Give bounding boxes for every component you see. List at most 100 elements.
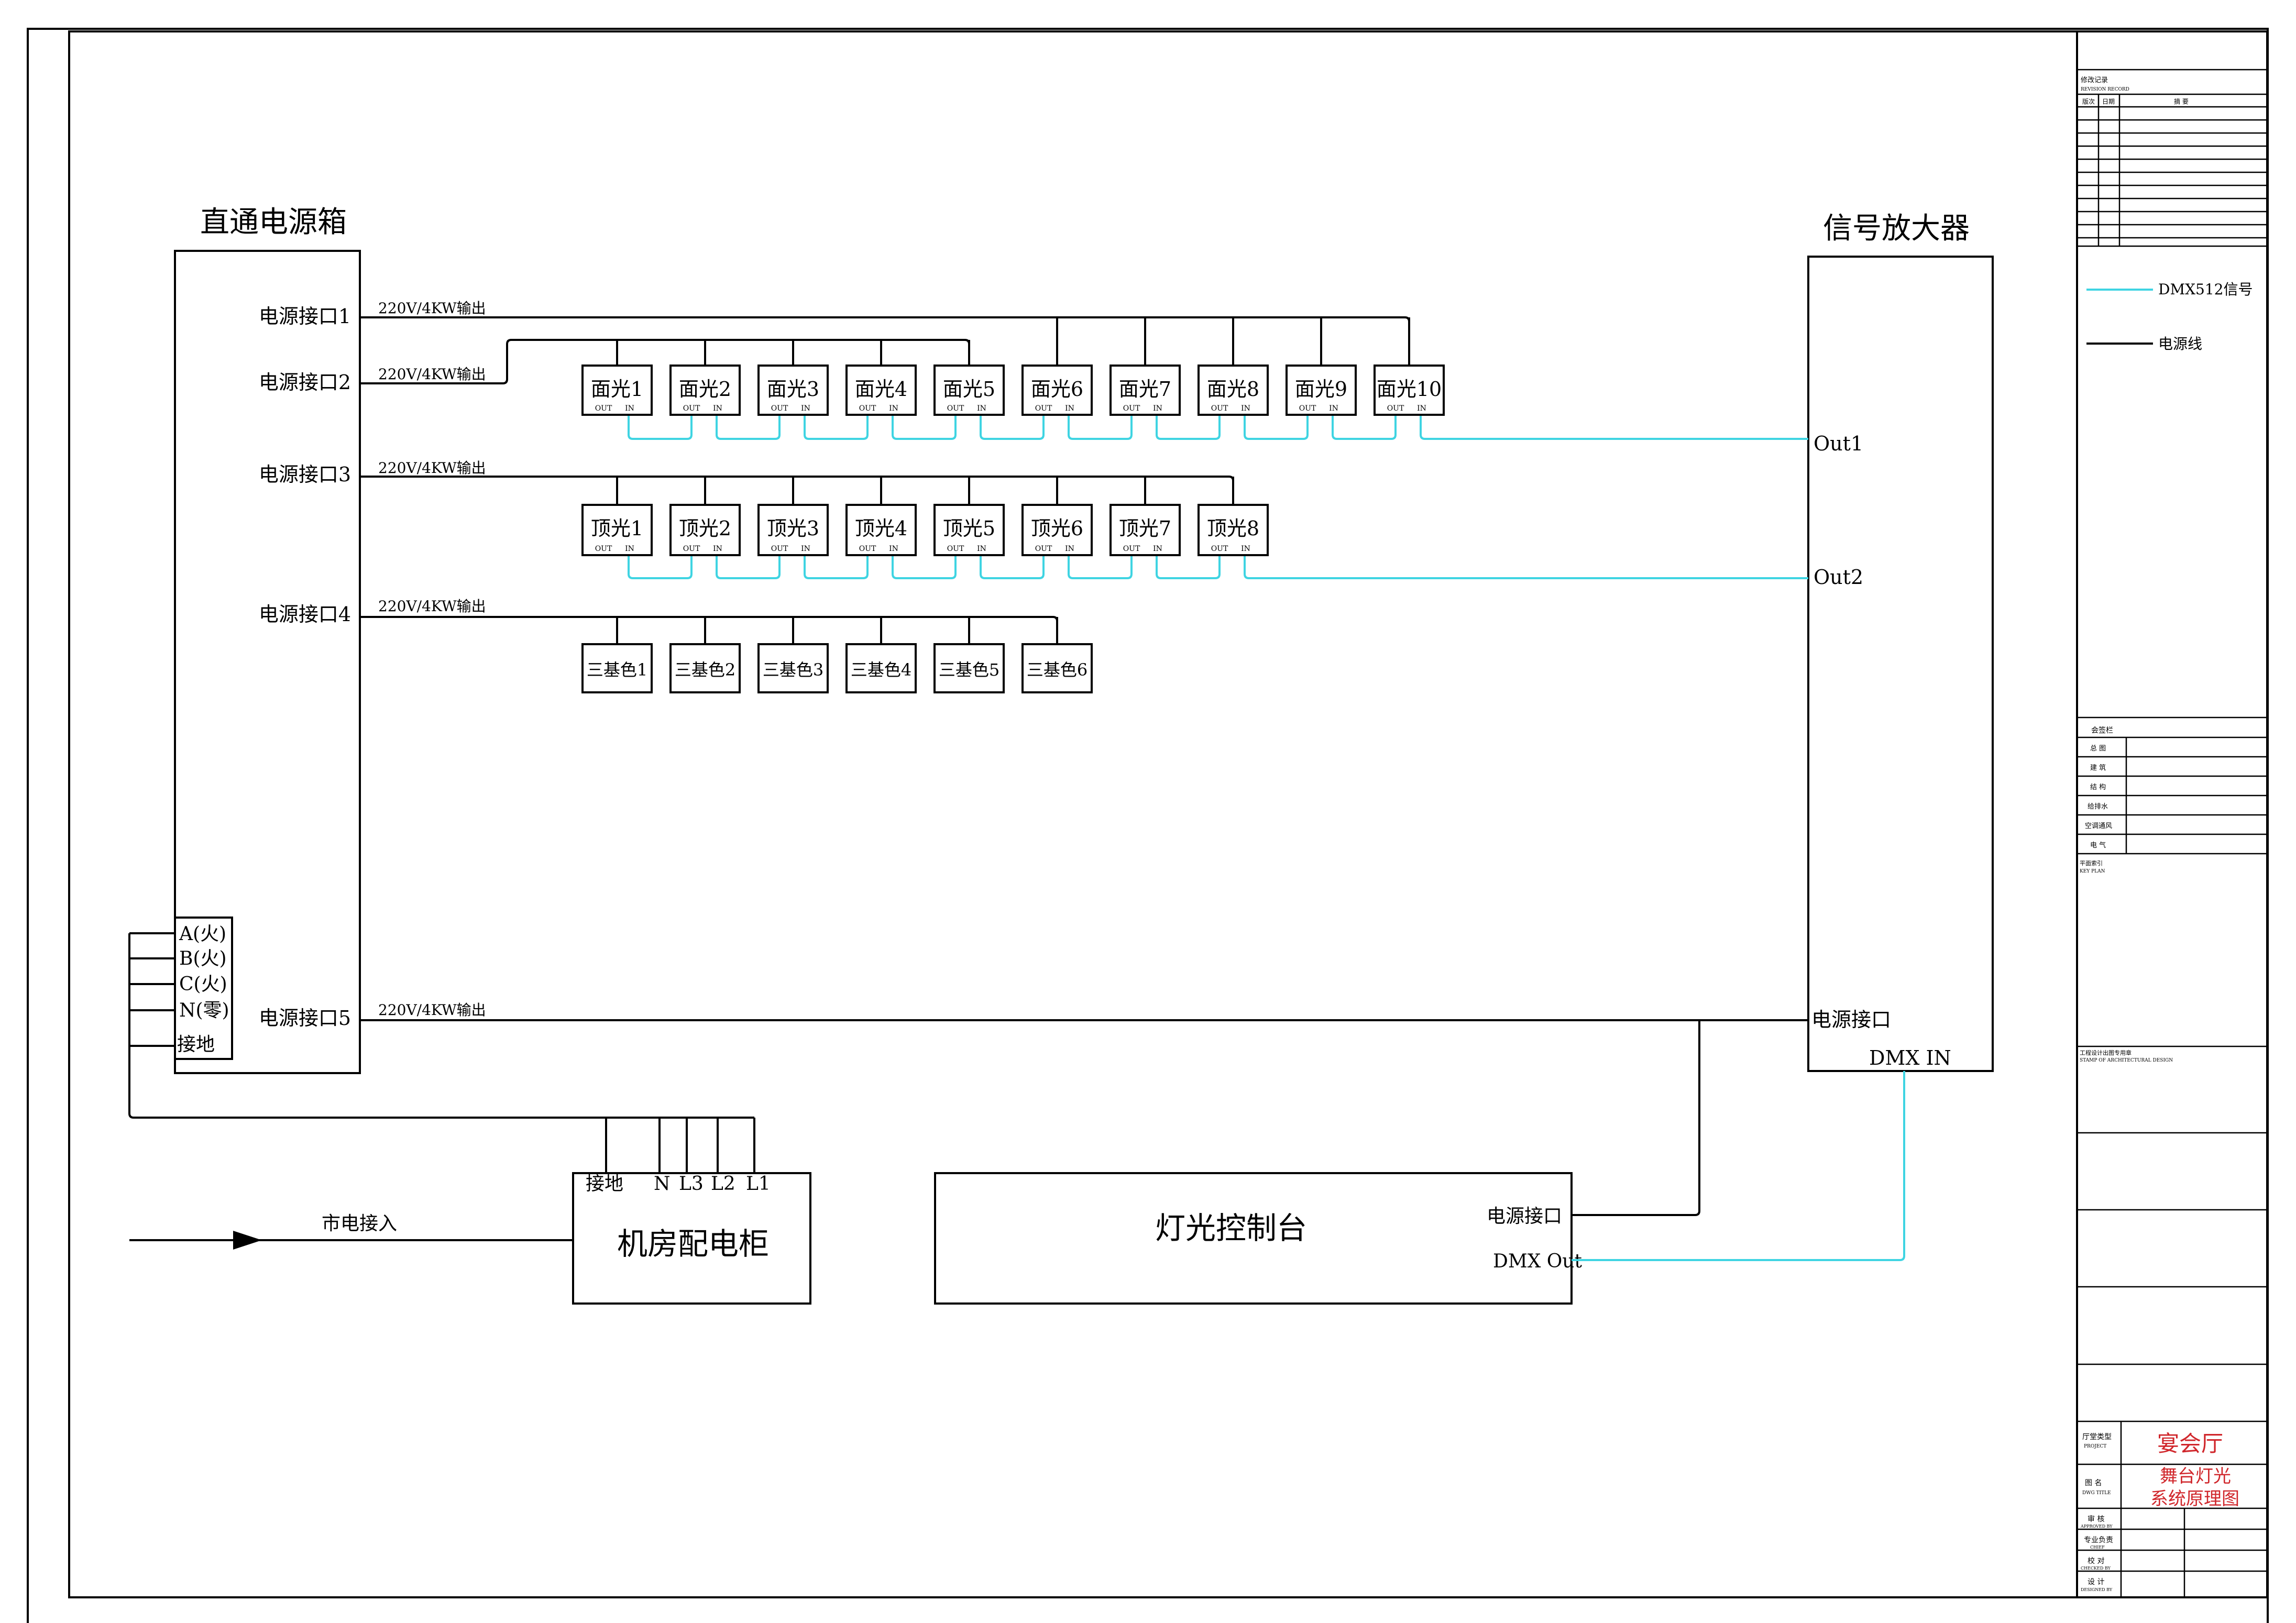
legend-power-label: 电源线 (2158, 335, 2202, 352)
terminal-n: N(零) (179, 1000, 229, 1021)
amplifier-title: 信号放大器 (1823, 212, 1970, 246)
mains-arrow-icon (233, 1231, 262, 1250)
amplifier-out2: Out2 (1814, 566, 1863, 589)
rev-col-date: 日期 (2102, 98, 2115, 105)
face-lights-label: 面光4 (855, 378, 907, 401)
lighting-console (934, 1172, 1573, 1305)
fixture-in-port: IN (801, 404, 810, 413)
fixture-in-port: IN (889, 404, 898, 413)
fixture-in-port: IN (1241, 404, 1250, 413)
face-lights-label: 面光6 (1031, 378, 1083, 401)
revision-head: 修改记录 (2081, 76, 2108, 84)
fixture-in-port: IN (1153, 545, 1162, 553)
fixture-out-port: OUT (947, 545, 964, 553)
wiring (360, 316, 1808, 1021)
top-lights-label: 顶光2 (679, 517, 731, 540)
terminal-a: A(火) (179, 923, 226, 945)
sig-row-1: 总 图 (2090, 745, 2106, 753)
terminal-b: B(火) (179, 948, 227, 969)
face-lights-label: 面光1 (591, 378, 643, 401)
fixture-out-port: OUT (1035, 545, 1052, 553)
top-lights-fixture (1109, 504, 1181, 556)
top-lights-power-bus (360, 476, 1234, 505)
face-lights-fixture (669, 365, 741, 416)
drawing-value-2: 系统原理图 (2150, 1488, 2239, 1509)
face-lights-label: 面光5 (943, 378, 995, 401)
fixture-in-port: IN (977, 404, 986, 413)
fixture-out-port: OUT (1123, 545, 1140, 553)
rgb-lights-fixture (1021, 643, 1093, 693)
rev-col-version: 版次 (2082, 98, 2095, 105)
title-block: 修改记录 REVISION RECORD 版次 日期 摘 要 会签栏 总 图 建… (2076, 31, 2267, 1597)
fixture-in-port: IN (889, 545, 898, 553)
power-ports: 电源接口1 电源接口2 电源接口3 电源接口4 电源接口5 (259, 305, 351, 1030)
face-lights-label: 面光9 (1295, 378, 1347, 401)
rgb-lights-label: 三基色6 (1027, 660, 1087, 680)
rgb-lights-label: 三基色5 (939, 660, 999, 680)
face-lights-fixture (1286, 365, 1357, 416)
fixture-out-port: OUT (859, 404, 876, 413)
fixture-out-port: OUT (1387, 404, 1404, 413)
console-dmx-out: DMX Out (1493, 1251, 1582, 1272)
sig-row-3: 结 构 (2090, 783, 2106, 791)
face-lights-fixture (1021, 365, 1093, 416)
fixture-in-port: IN (713, 404, 722, 413)
power-port-5: 电源接口5 (259, 1007, 351, 1030)
top-lights-fixture (581, 504, 653, 556)
mains-label: 市电接入 (322, 1213, 397, 1234)
rgb-lights-label: 三基色1 (587, 660, 647, 680)
fixture-in-port: IN (625, 404, 634, 413)
fixture-in-port: IN (977, 545, 986, 553)
project-label: 厅堂类型 (2082, 1433, 2112, 1441)
sig-row-6: 电 气 (2090, 841, 2106, 849)
sign-chief: 专业负责 (2084, 1536, 2113, 1544)
fixture-in-port: IN (801, 545, 810, 553)
sign-approved: 审 核 (2088, 1515, 2104, 1523)
rgb-lights-label: 三基色2 (675, 660, 735, 680)
output-label-2: 220V/4KW输出 (378, 366, 486, 383)
fixture-in-port: IN (1065, 404, 1074, 413)
rgb-lights-fixture (581, 643, 653, 693)
terminal-c: C(火) (179, 974, 227, 995)
fixture-out-port: OUT (771, 404, 788, 413)
fixture-in-port: IN (1153, 404, 1162, 413)
console-power-wire (1572, 1020, 1700, 1216)
console-title: 灯光控制台 (1155, 1210, 1307, 1246)
project-value: 宴会厅 (2157, 1431, 2223, 1456)
face-lights-dmx-chain (628, 415, 1808, 440)
feeder-bus (128, 932, 755, 1173)
top-lights-dmx-chain (628, 555, 1808, 579)
rgb-lights-power-bus (360, 616, 1058, 644)
face-lights-fixture (845, 365, 917, 416)
sign-checked: 校 对 (2088, 1556, 2104, 1565)
fixture-out-port: OUT (595, 404, 612, 413)
power-port-3: 电源接口3 (259, 463, 351, 486)
drawing-label: 图 名 (2085, 1479, 2102, 1487)
terminal-ground: 接地 (177, 1034, 215, 1055)
top-lights-fixture (933, 504, 1005, 556)
terminal-labels: A(火) B(火) C(火) N(零) 接地 (177, 923, 229, 1055)
sig-row-5: 空调通风 (2085, 822, 2112, 830)
sign-chief-en: CHIEF (2090, 1545, 2105, 1550)
fixture-in-port: IN (1417, 404, 1426, 413)
stamp-label: 工程设计出图专用章 (2080, 1049, 2132, 1056)
amplifier-dmx-in: DMX IN (1869, 1046, 1951, 1069)
rev-col-summary: 摘 要 (2174, 97, 2189, 105)
amplifier-box (1807, 256, 1994, 1072)
fixture-in-port: IN (1065, 545, 1074, 553)
face-lights-fixture (1198, 365, 1269, 416)
cabinet-terminal-n: N (654, 1173, 671, 1195)
fixture-out-port: OUT (683, 404, 700, 413)
fixture-in-port: IN (1241, 545, 1250, 553)
fixture-in-port: IN (1329, 404, 1338, 413)
top-lights-label: 顶光5 (943, 517, 995, 540)
fixture-in-port: IN (625, 545, 634, 553)
top-lights-label: 顶光6 (1031, 517, 1083, 540)
fixture-out-port: OUT (1211, 404, 1228, 413)
revision-head-en: REVISION RECORD (2081, 87, 2129, 92)
face-lights-fixture (581, 365, 653, 416)
